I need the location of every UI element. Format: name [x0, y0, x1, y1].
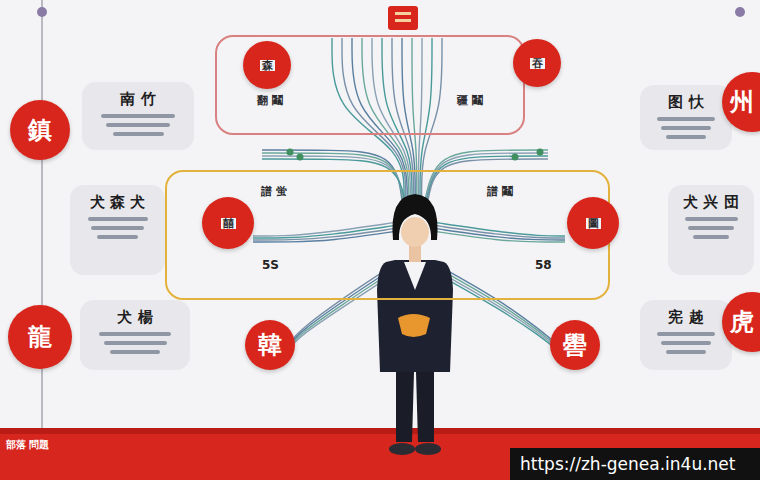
box-heading: 犬 楊 — [117, 308, 152, 327]
callout-number: 5S — [262, 258, 279, 272]
info-box: 犬 楊 — [80, 300, 190, 370]
hair — [392, 194, 437, 240]
wire-dot — [537, 149, 544, 156]
text-line-placeholder — [97, 235, 138, 239]
circle-glyph: 吞 — [530, 58, 545, 69]
red-circle: 嚳 — [550, 320, 600, 370]
red-floor-edge — [0, 428, 760, 434]
panel-label: 譜 蛍 — [259, 184, 289, 199]
red-circle: 森 — [243, 41, 291, 89]
wire-dot — [287, 149, 294, 156]
face — [401, 217, 429, 247]
wire — [427, 156, 548, 200]
info-box: 南 竹 — [82, 82, 194, 150]
shoe — [415, 443, 441, 455]
box-heading: 图 忕 — [668, 93, 703, 112]
text-line-placeholder — [113, 132, 164, 136]
panel-label: 疆 鬮 — [455, 93, 485, 108]
text-line-placeholder — [661, 126, 711, 130]
box-heading: 犬 森 犬 — [90, 193, 145, 212]
collar — [404, 262, 426, 290]
text-line-placeholder — [666, 350, 706, 354]
text-line-placeholder — [693, 235, 729, 239]
text-line-placeholder — [661, 341, 711, 345]
person-figure — [377, 194, 453, 455]
info-box: 犬 兴 団 — [668, 185, 754, 275]
top-tag — [388, 6, 418, 30]
watermark: https://zh-genea.in4u.net — [520, 454, 735, 474]
info-box: 图 忕 — [640, 85, 732, 150]
wire — [425, 150, 548, 200]
text-line-placeholder — [657, 332, 715, 336]
wire-dot — [512, 154, 519, 161]
circle-glyph: 囍 — [221, 218, 236, 229]
circle-glyph: 韓 — [258, 333, 282, 357]
panel-label: 譜 鬮 — [485, 184, 515, 199]
circle-glyph: 森 — [260, 60, 275, 71]
shoe — [389, 443, 415, 455]
red-circle: 龍 — [8, 305, 72, 369]
red-floor — [0, 428, 760, 480]
circle-glyph: 鎮 — [28, 118, 52, 142]
footer-note: 部落 問題 — [6, 438, 49, 452]
red-circle: 圖 — [567, 197, 619, 249]
wire — [432, 231, 565, 242]
hands — [398, 314, 430, 337]
text-line-placeholder — [101, 114, 175, 118]
box-heading: 犬 兴 団 — [683, 193, 738, 212]
text-line-placeholder — [99, 332, 171, 336]
watermark-bar — [510, 448, 760, 480]
info-box: 犬 森 犬 — [70, 185, 165, 275]
text-line-placeholder — [685, 217, 738, 221]
text-line-placeholder — [688, 226, 734, 230]
coat — [377, 260, 453, 372]
circle-glyph: 嚳 — [563, 333, 587, 357]
wire — [253, 231, 398, 242]
text-line-placeholder — [88, 217, 148, 221]
text-line-placeholder — [666, 135, 706, 139]
text-line-placeholder — [657, 117, 715, 121]
circle-glyph: 州 — [730, 90, 754, 114]
text-line-placeholder — [104, 341, 167, 345]
circle-glyph: 圖 — [586, 218, 601, 229]
text-line-placeholder — [110, 350, 160, 354]
text-line-placeholder — [91, 226, 144, 230]
circle-glyph: 龍 — [28, 325, 52, 349]
red-circle: 囍 — [202, 197, 254, 249]
leg — [416, 372, 434, 442]
panel-label: 翻 鬮 — [255, 93, 285, 108]
wire — [412, 38, 417, 198]
leg — [396, 372, 414, 442]
timeline-dot — [37, 7, 47, 17]
callout-number: 58 — [535, 258, 552, 272]
group-panel: 譜 蛍 譜 鬮囍 圖 — [165, 170, 610, 300]
circle-glyph: 虎 — [730, 310, 754, 334]
group-panel: 翻 鬮疆 鬮森吞 — [215, 35, 525, 135]
top-tag-mark — [395, 19, 411, 22]
wire — [422, 38, 442, 198]
text-line-placeholder — [106, 123, 170, 127]
wire — [428, 159, 548, 200]
timeline-dot — [735, 7, 745, 17]
info-box: 宪 趀 — [640, 300, 732, 370]
red-circle: 吞 — [513, 39, 561, 87]
red-circle: 鎮 — [10, 100, 70, 160]
box-heading: 南 竹 — [120, 90, 155, 109]
top-tag-mark — [395, 12, 411, 15]
red-circle: 韓 — [245, 320, 295, 370]
wire — [426, 153, 548, 200]
box-heading: 宪 趀 — [668, 308, 703, 327]
wire-dot — [297, 154, 304, 161]
